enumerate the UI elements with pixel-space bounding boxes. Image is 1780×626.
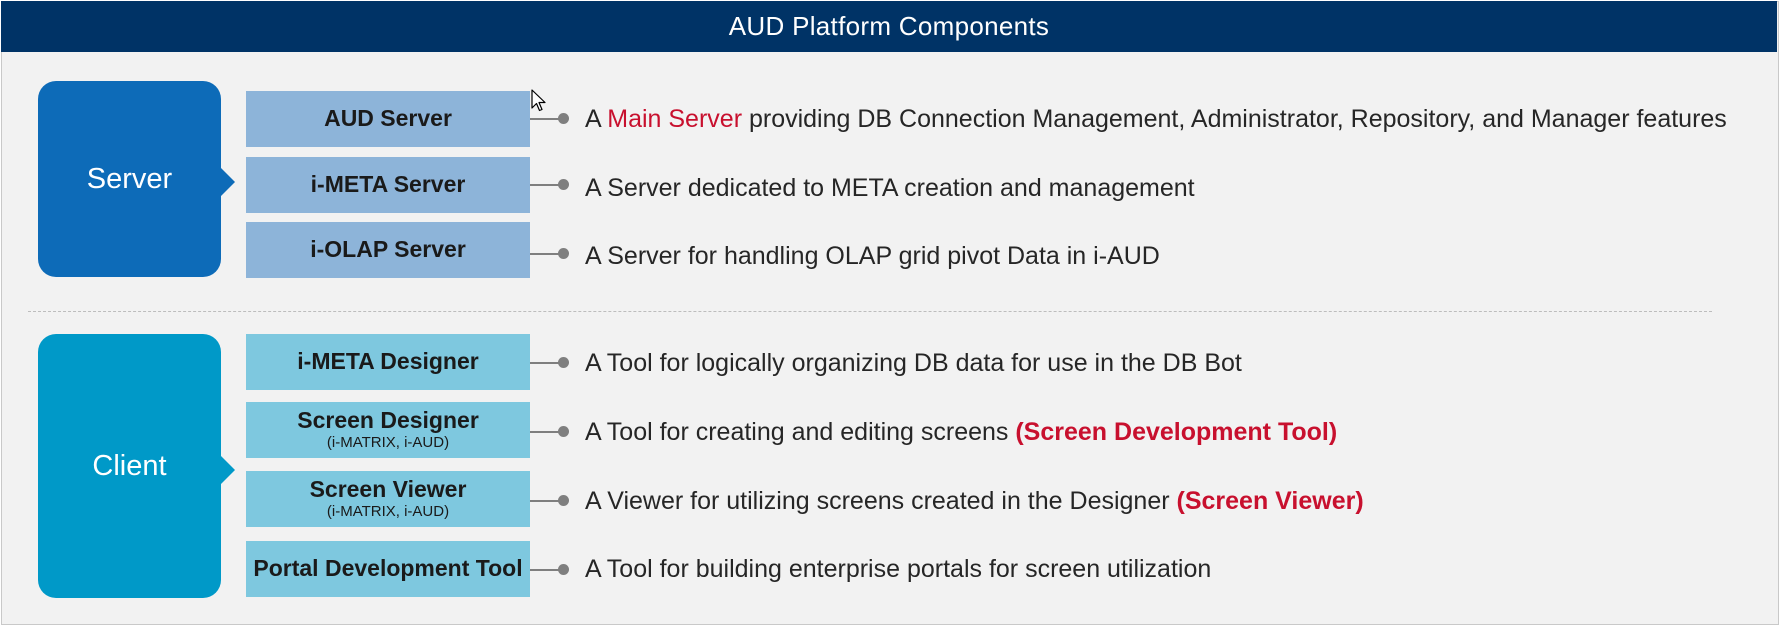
connector-line	[530, 500, 563, 502]
client-group-notch	[221, 456, 235, 484]
component-i-olap-server: i-OLAP Server	[246, 222, 530, 278]
connector-dot	[558, 179, 569, 190]
component-i-meta-designer: i-META Designer	[246, 334, 530, 390]
description-i-olap-server: A Server for handling OLAP grid pivot Da…	[585, 242, 1160, 270]
component-i-meta-server: i-META Server	[246, 157, 530, 213]
connector-dot	[558, 495, 569, 506]
component-screen-designer: Screen Designer (i-MATRIX, i-AUD)	[246, 402, 530, 458]
component-subtitle: (i-MATRIX, i-AUD)	[326, 503, 450, 521]
section-divider	[28, 311, 1712, 312]
server-group-notch	[221, 168, 235, 196]
connector-line	[530, 431, 563, 433]
connector-dot	[558, 564, 569, 575]
component-aud-server: AUD Server	[246, 91, 530, 147]
highlight-text: Main Server	[607, 105, 743, 133]
connector-line	[530, 253, 563, 255]
highlight-text: (Screen Development Tool)	[1015, 418, 1338, 446]
connector-dot	[558, 113, 569, 124]
description-screen-viewer: A Viewer for utilizing screens created i…	[585, 487, 1364, 515]
connector-dot	[558, 426, 569, 437]
component-screen-viewer: Screen Viewer (i-MATRIX, i-AUD)	[246, 471, 530, 527]
connector-line	[530, 184, 563, 186]
connector-line	[530, 362, 563, 364]
diagram-title: AUD Platform Components	[1, 1, 1777, 52]
client-group-label: Client	[92, 449, 167, 482]
description-i-meta-server: A Server dedicated to META creation and …	[585, 174, 1195, 202]
connector-line	[530, 569, 563, 571]
description-portal-development-tool: A Tool for building enterprise portals f…	[585, 555, 1212, 583]
component-subtitle: (i-MATRIX, i-AUD)	[326, 434, 450, 452]
description-screen-designer: A Tool for creating and editing screens …	[585, 418, 1338, 446]
highlight-text: (Screen Viewer)	[1176, 487, 1364, 515]
description-aud-server: A Main Server providing DB Connection Ma…	[585, 105, 1727, 133]
client-group-box: Client	[38, 334, 221, 598]
component-portal-development-tool: Portal Development Tool	[246, 541, 530, 597]
server-group-label: Server	[86, 162, 173, 195]
connector-dot	[558, 248, 569, 259]
connector-line	[530, 118, 563, 120]
mouse-cursor-icon	[531, 89, 546, 112]
connector-dot	[558, 357, 569, 368]
description-i-meta-designer: A Tool for logically organizing DB data …	[585, 349, 1242, 377]
server-group-box: Server	[38, 81, 221, 277]
